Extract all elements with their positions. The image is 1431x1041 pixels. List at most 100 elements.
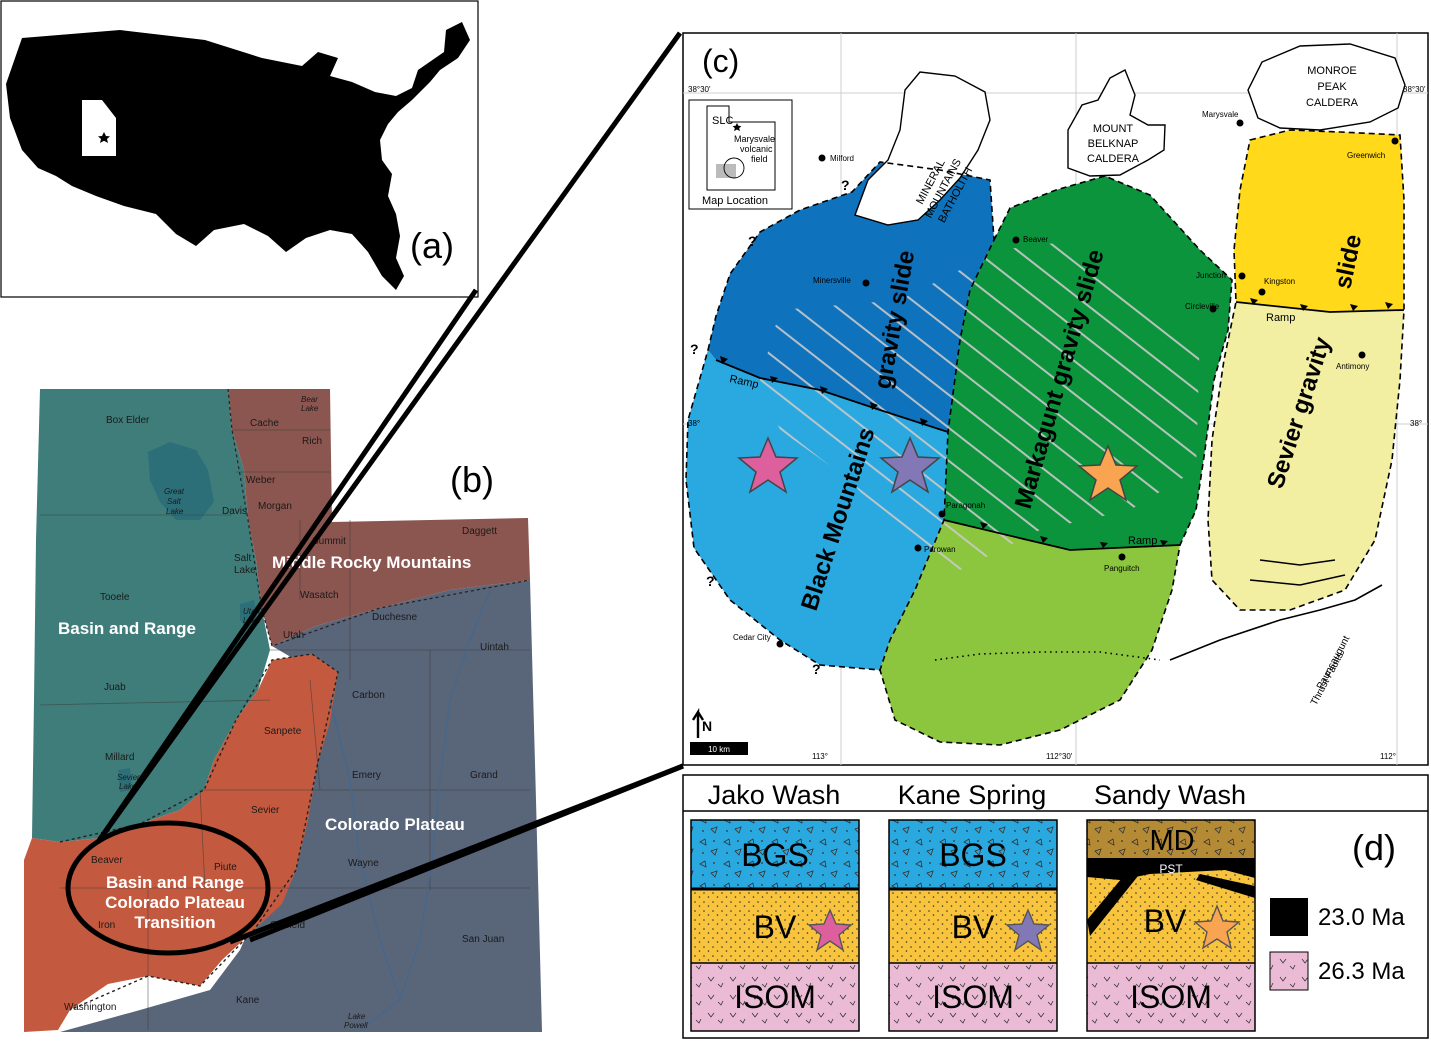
mineral-mountains-batholith [854,71,991,226]
label-belknap-3: CALDERA [1087,153,1140,165]
label-monroe-2: PEAK [1317,81,1347,93]
sw-pst-label: PST [1159,862,1183,876]
panel-b: Basin and Range Middle Rocky Mountains C… [24,388,542,1032]
county-grand: Grand [470,770,498,781]
county-morgan: Morgan [258,501,292,512]
town-paragonah: Paragonah [946,501,985,510]
connector-lines [95,31,684,945]
water-sevier-lake-1: Sevier [117,773,140,782]
mount-belknap-caldera [1067,69,1166,177]
panel-d: Jako Wash Kane Spring Sandy Wash BGS BV … [682,774,1429,1039]
town-milford: Milford [830,154,854,163]
sevier-north [1234,130,1404,312]
label-middle-rocky-mountains: Middle Rocky Mountains [272,553,471,572]
north-arrow: N [691,707,712,738]
county-summit: Summit [312,536,346,547]
query-3: ? [690,341,699,357]
county-weber: Weber [246,475,276,486]
town-dots [776,119,1399,648]
county-kane: Kane [236,995,260,1006]
ramp-lines [715,301,1405,551]
ks-upper-label: BGS [939,837,1007,873]
county-daggett: Daggett [462,526,497,537]
town-greenwich: Greenwich [1347,151,1385,160]
legend-label-26-ma: 26.3 Ma [1318,958,1405,985]
county-salt-lake-2: Lake [234,565,256,576]
county-duchesne: Duchesne [372,612,417,623]
thrust-faults [1169,559,1383,661]
county-piute: Piute [214,862,237,873]
county-tooele: Tooele [100,592,130,603]
fault-trace [934,651,1161,661]
water-lake-powell-2: Powell [344,1021,368,1030]
sw-lower-label: ISOM [1130,979,1212,1015]
inset-field-1: Marysvale [734,134,775,144]
column-kane-spring: BGS BV ISOM [888,819,1058,1032]
town-circleville: Circleville [1185,302,1220,311]
panel-label-c: (c) [702,43,739,79]
county-san-juan: San Juan [462,934,504,945]
inset-slc: SLC [712,115,733,127]
section-title-kane-spring: Kane Spring [898,780,1047,810]
county-wayne: Wayne [348,858,379,869]
lon-113: 113° [812,752,828,761]
town-cedar-city: Cedar City [733,633,771,642]
ks-middle-label: BV [952,909,995,945]
sw-upper-label: MD [1149,825,1194,857]
ramp-teeth [720,298,1393,548]
great-salt-lake [148,442,214,520]
inset-field-3: field [751,154,768,164]
county-sanpete: Sanpete [264,726,302,737]
section-title-sandy-wash: Sandy Wash [1094,780,1246,810]
scale-bar: 10 km [690,742,748,755]
hatched-area [760,240,1200,570]
map-location-inset: SLC Marysvale volcanic field Map Locatio… [688,99,793,210]
panel-c: Milford Minersville Beaver Marysvale Gre… [682,32,1429,766]
county-beaver: Beaver [91,855,123,866]
star-icon [732,123,742,132]
query-4: ? [706,573,715,589]
label-ramp-3: Ramp [1266,312,1295,324]
label-transition-line3: Transition [134,913,215,932]
panel-label-b: (b) [450,459,494,500]
region-middle-rocky-mountains [228,389,530,646]
lon-112-30: 112°30' [1046,752,1073,761]
label-belknap-1: MOUNT [1093,123,1134,135]
lat-mid-right: 38° [1410,419,1422,428]
star-sandy-wash [1077,444,1139,502]
label-ramp-2: Ramp [1128,535,1157,547]
town-kingston: Kingston [1264,277,1295,286]
county-emery: Emery [352,770,381,781]
column-sandy-wash: MD PST BV ISOM [1086,819,1256,1032]
sw-star [1193,904,1241,950]
study-area-ellipse [65,820,271,956]
star-icon [98,132,110,143]
county-box-elder: Box Elder [106,415,150,426]
lat-top-left: 38°30' [688,85,711,94]
jw-star [807,908,853,952]
inset-caption: Map Location [702,195,768,207]
water-utah-lake-1: Utah [243,607,260,616]
county-iron: Iron [98,920,115,931]
panel-label-a: (a) [410,225,454,266]
panel-label-d: (d) [1352,827,1396,868]
label-monroe-3: CALDERA [1306,97,1359,109]
town-minersville: Minersville [813,276,851,285]
town-antimony: Antimony [1336,362,1369,371]
jw-lower-label: ISOM [734,979,816,1015]
lat-top-right: 38°30' [1403,85,1426,94]
water-lake-powell-1: Lake [348,1012,366,1021]
town-junction: Junction [1196,271,1226,280]
county-carbon: Carbon [352,690,385,701]
ks-star [1005,908,1051,952]
county-rich: Rich [302,436,322,447]
column-jako-wash: BGS BV ISOM [690,819,860,1032]
town-beaver: Beaver [1023,235,1049,244]
ks-lower-label: ISOM [932,979,1014,1015]
label-transition-line2: Colorado Plateau [105,893,245,912]
legend-label-23-ma: 23.0 Ma [1318,904,1405,931]
panel-a: (a) [0,0,479,298]
section-title-jako-wash: Jako Wash [708,780,841,810]
label-belknap-2: BELKNAP [1088,138,1139,150]
query-1: ? [841,177,850,193]
